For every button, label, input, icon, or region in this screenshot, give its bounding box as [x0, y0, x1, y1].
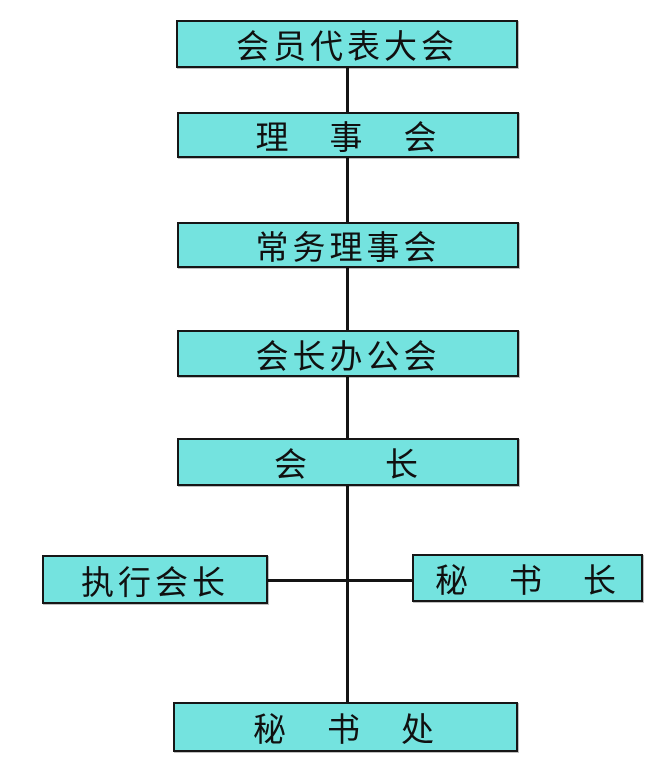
node-executive-president: 执行会长 — [42, 555, 268, 604]
node-president-office: 会长办公会 — [177, 330, 519, 377]
node-secretary-general: 秘 书 长 — [412, 554, 643, 602]
node-standing-council: 常务理事会 — [177, 222, 519, 268]
connector-horizontal-branch — [264, 579, 414, 582]
node-council-label: 理 事 会 — [255, 121, 441, 157]
node-members-congress: 会员代表大会 — [176, 20, 518, 68]
node-standing-council-label: 常务理事会 — [255, 231, 441, 267]
node-secretariat-label: 秘 书 处 — [253, 713, 438, 749]
node-president: 会 长 — [177, 438, 519, 486]
node-president-label: 会 长 — [274, 448, 422, 484]
node-council: 理 事 会 — [177, 112, 519, 158]
node-secretary-general-label: 秘 书 长 — [435, 564, 620, 600]
node-secretariat: 秘 书 处 — [173, 702, 518, 752]
connector-vertical-spine — [346, 58, 349, 718]
node-president-office-label: 会长办公会 — [255, 339, 441, 376]
node-executive-president-label: 执行会长 — [81, 565, 229, 602]
node-members-congress-label: 会员代表大会 — [236, 30, 458, 66]
